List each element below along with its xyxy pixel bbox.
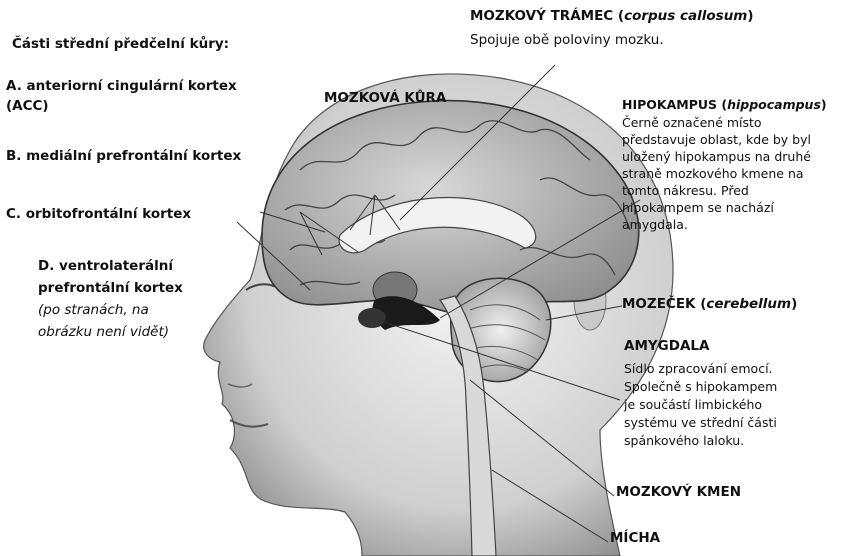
cerebellum-latin: cerebellum [706, 296, 791, 312]
cc-description: Spojuje obě poloviny mozku. [470, 32, 664, 48]
label-corpus-callosum: MOZKOVÝ TRÁMEC (corpus callosum) [470, 8, 754, 24]
hipp-desc-1: Černě označené místo [622, 114, 762, 132]
label-hippocampus: HIPOKAMPUS (hippocampus) [622, 96, 827, 114]
amygdala-mark [358, 308, 386, 328]
label-amygdala: AMYGDALA [624, 338, 709, 354]
label-vlpfc-line1: D. ventrolaterální [38, 258, 173, 274]
label-spinal-cord: MÍCHA [610, 530, 660, 546]
label-vlpfc-line2: prefrontální kortex [38, 280, 183, 296]
hipp-title: HIPOKAMPUS ( [622, 97, 727, 112]
cc-close: ) [747, 8, 753, 24]
left-title: Části střední předčelní kůry: [12, 36, 229, 52]
amygdala-desc-1: Sídlo zpracování emocí. [624, 360, 773, 378]
cerebellum-title: MOZEČEK ( [622, 296, 706, 312]
hipp-close: ) [821, 97, 827, 112]
cc-latin: corpus callosum [624, 8, 747, 24]
label-vlpfc-note2: obrázku není vidět) [38, 324, 169, 340]
hipp-desc-6: hipokampem se nachází [622, 199, 774, 217]
label-ofc: C. orbitofrontální kortex [6, 206, 191, 222]
label-mpfc: B. mediální prefrontální kortex [6, 148, 241, 164]
hipp-desc-7: amygdala. [622, 216, 688, 234]
amygdala-desc-2: Společně s hipokampem [624, 378, 777, 396]
hipp-desc-5: tomto nákresu. Před [622, 182, 749, 200]
label-acc-line2: (ACC) [6, 98, 49, 114]
amygdala-desc-4: systému ve střední části [624, 414, 777, 432]
hipp-desc-3: uložený hipokampus na druhé [622, 148, 811, 166]
hipp-desc-2: představuje oblast, kde by byl [622, 131, 811, 149]
amygdala-desc-3: je součástí limbického [624, 396, 762, 414]
label-acc-line1: A. anteriorní cingulární kortex [6, 78, 237, 94]
label-cerebellum: MOZEČEK (cerebellum) [622, 296, 797, 312]
hipp-latin: hippocampus [727, 97, 821, 112]
label-mozkova-kura: MOZKOVÁ KŮRA [324, 90, 446, 106]
amygdala-desc-5: spánkového laloku. [624, 432, 744, 450]
label-brainstem: MOZKOVÝ KMEN [616, 484, 741, 500]
label-vlpfc-note1: (po stranách, na [38, 302, 149, 318]
cc-title: MOZKOVÝ TRÁMEC ( [470, 8, 624, 24]
hipp-desc-4: straně mozkového kmene na [622, 165, 804, 183]
cerebellum-close: ) [791, 296, 797, 312]
